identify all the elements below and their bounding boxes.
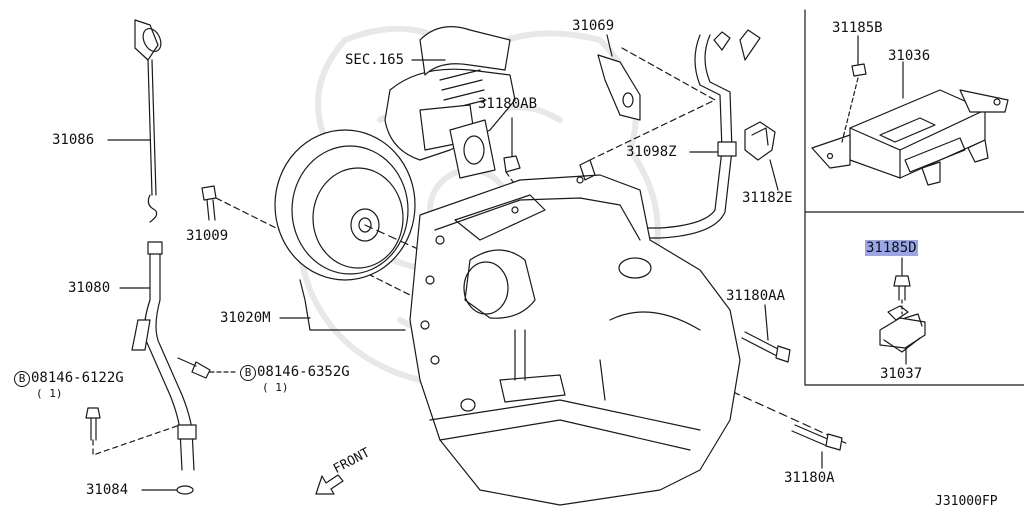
bolt-number: 08146-6122G: [31, 370, 124, 386]
label-31180a[interactable]: 31180A: [784, 470, 835, 486]
dipstick-31086[interactable]: [107, 19, 164, 223]
air-duct-sec165[interactable]: [384, 26, 516, 179]
label-31037[interactable]: 31037: [880, 366, 923, 382]
label-31069[interactable]: 31069: [572, 18, 615, 34]
bolt-31180a[interactable]: [791, 424, 843, 469]
bolt-31180aa[interactable]: [741, 304, 791, 363]
label-sec165[interactable]: SEC.165: [345, 52, 405, 68]
bolt-qty: ( 1): [36, 387, 63, 400]
oil-cooler-hose-31098z[interactable]: [619, 29, 761, 239]
bolt-08146-6352g[interactable]: [177, 357, 237, 379]
detail-panels: [804, 9, 1024, 386]
highlight-31185d[interactable]: 31185D: [865, 240, 918, 256]
bolt-marker-icon: B: [14, 371, 30, 387]
label-31080[interactable]: 31080: [68, 280, 111, 296]
label-31185d[interactable]: 31185D: [865, 240, 918, 256]
bolt-31185d[interactable]: [893, 257, 911, 301]
clip-31182e[interactable]: [744, 121, 779, 191]
label-31036[interactable]: 31036: [888, 48, 931, 64]
label-31098z[interactable]: 31098Z: [626, 144, 677, 160]
reference-code: J31000FP: [935, 494, 998, 509]
label-31020m[interactable]: 31020M: [220, 310, 271, 326]
bracket-31069[interactable]: [589, 34, 716, 161]
bolt-31185b[interactable]: [851, 35, 867, 77]
label-31180aa[interactable]: 31180AA: [726, 288, 786, 304]
label-31086[interactable]: 31086: [52, 132, 95, 148]
label-31180ab[interactable]: 31180AB: [478, 96, 538, 112]
sensor-31037[interactable]: [879, 299, 926, 365]
transmission-case[interactable]: [409, 159, 741, 506]
dipstick-tube-31080[interactable]: [119, 241, 197, 471]
bolt-marker-icon: B: [240, 365, 256, 381]
control-unit-31036[interactable]: [811, 61, 1009, 186]
bolt-31180ab[interactable]: [503, 117, 541, 221]
o-ring-31084[interactable]: [141, 485, 194, 495]
label-31009[interactable]: 31009: [186, 228, 229, 244]
label-31084[interactable]: 31084: [86, 482, 129, 498]
label-31185b[interactable]: 31185B: [832, 20, 883, 36]
front-arrow-icon: [315, 474, 344, 495]
bolt-number: 08146-6352G: [257, 364, 350, 380]
bolt-08146-6122g[interactable]: [85, 407, 181, 456]
bolt-qty: ( 1): [262, 381, 289, 394]
label-31182e[interactable]: 31182E: [742, 190, 793, 206]
